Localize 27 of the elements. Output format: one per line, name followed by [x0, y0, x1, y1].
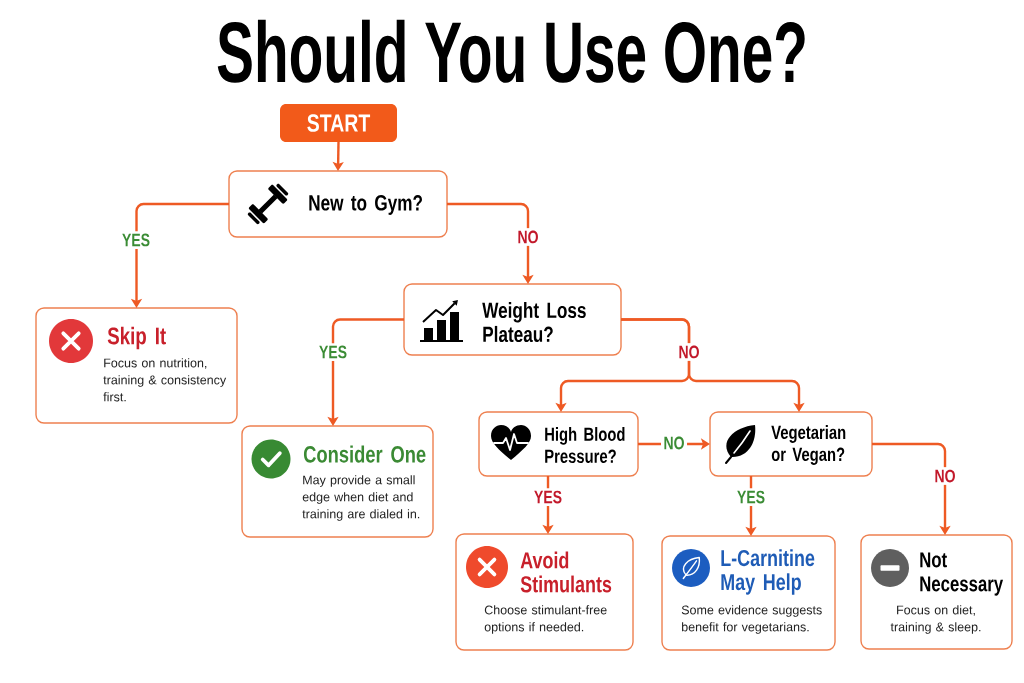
result-text: Focus on nutrition, training & consistency first. [103, 358, 227, 402]
title: Should You Use One? [217, 19, 805, 83]
result-title: Not Necessary [920, 552, 1004, 596]
result-title: Consider One [303, 445, 426, 463]
edge-label: NO [676, 343, 703, 361]
arrow [447, 202, 534, 284]
edge-label: YES [734, 488, 768, 506]
edge-label: YES [531, 488, 565, 506]
edge-label: NO [515, 228, 542, 246]
result-text: Focus on diet, training & sleep. [890, 605, 981, 634]
edge-label: NO [932, 467, 959, 485]
edge-label: YES [316, 343, 350, 361]
result-title: Avoid Stimulants [520, 551, 612, 593]
result-text: Some evidence suggests benefit for vegetarians. [681, 605, 822, 634]
question-box: High Blood Pressure? [478, 411, 639, 477]
arrow [872, 442, 951, 535]
result-title: L-Carnitine May Help [721, 549, 815, 595]
result-text: Choose stimulant-free options if needed. [484, 605, 607, 634]
start-box: START [280, 104, 397, 142]
edge-label: YES [119, 231, 153, 249]
question-box: Vegetarian or Vegan? [709, 411, 873, 477]
result-title: Skip It [107, 326, 166, 350]
result-text: May provide a small edge when diet and training are dialed in. [302, 475, 420, 521]
edge-label: NO [661, 434, 688, 452]
arrow [621, 318, 805, 412]
question-box: Weight Loss Plateau? [403, 283, 622, 356]
question-box: New to Gym? [228, 170, 448, 238]
